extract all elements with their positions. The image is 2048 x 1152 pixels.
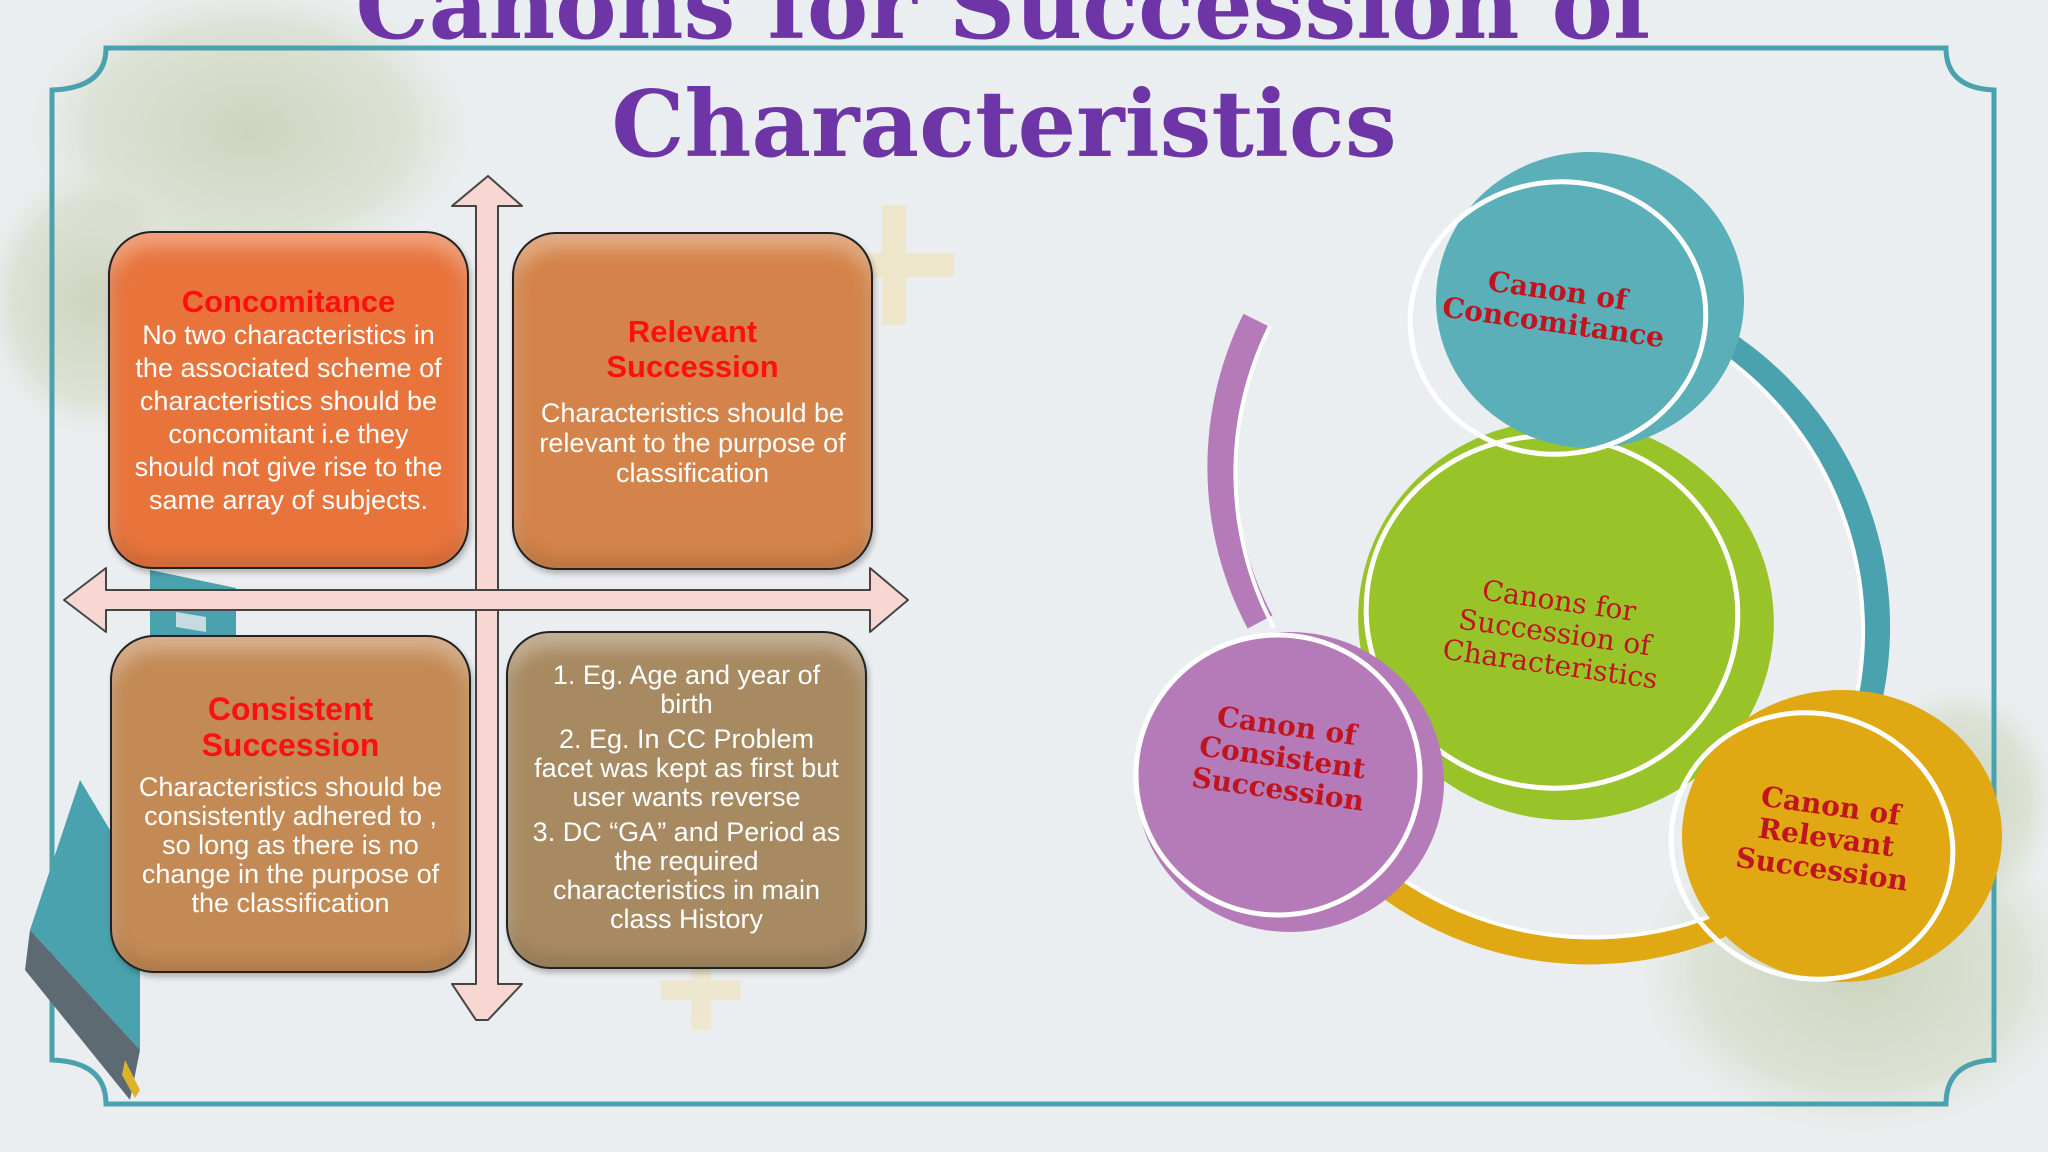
arc-connector-purple [1207,313,1273,629]
examples-box: 1. Eg. Age and year of birth 2. Eg. In C… [506,631,867,969]
center-node: Canons for Succession of Characteristics [1358,419,1774,821]
relevant-succession-box: Relevant Succession Characteristics shou… [512,232,873,570]
slide-frame [49,45,1997,1107]
relevant-node: Canon of Relevant Succession [1668,690,2002,982]
relevant-succession-text: Characteristics should be relevant to th… [539,398,846,488]
concomitance-heading: Concomitance [181,283,396,319]
arc-connector-teal [1704,342,1866,725]
plus-decoration [661,950,741,1030]
concomitance-box: Concomitance No two characteristics in t… [108,231,469,569]
arc-connector-gold [1372,869,1726,965]
arc-connector-purple [1233,325,1276,629]
horizontal-arrow [63,567,909,633]
example-item: 1. Eg. Age and year of birth [552,659,821,719]
consistent-succession-box: Consistent Succession Characteristics sh… [110,635,471,973]
concomitance-text: No two characteristics in the associated… [134,319,443,515]
consistent-succession-text: Characteristics should be consistently a… [138,771,443,918]
relevant-succession-heading: Relevant Succession [606,314,779,384]
slide-title-line-1: Canons for Succession of [355,0,1653,60]
consistent-succession-heading: Consistent Succession [201,690,380,763]
concomitance-node: Canon of Concomitance [1407,152,1744,457]
consistent-node: Canon of Consistent Succession [1133,632,1444,932]
slide-title-line-2: Characteristics [611,70,1397,178]
example-item: 3. DC “GA” and Period as the required ch… [532,816,841,934]
example-item: 2. Eg. In CC Problem facet was kept as f… [534,723,839,812]
arc-connector-gold [1382,864,1725,940]
arc-connector-teal [1712,329,1891,724]
